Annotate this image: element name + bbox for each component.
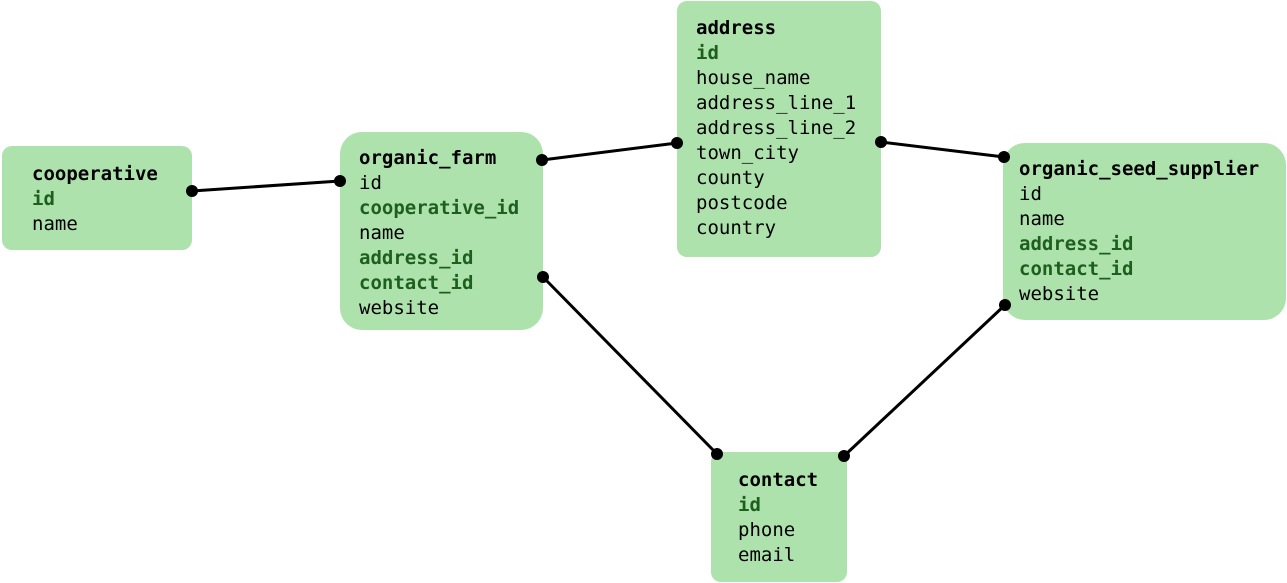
connector-endpoint — [838, 450, 850, 462]
field-phone: phone — [738, 519, 796, 541]
field-website: website — [359, 297, 440, 319]
connector-endpoint — [537, 271, 549, 283]
field-contact-id: contact_id — [1019, 258, 1134, 280]
field-county: county — [696, 167, 765, 189]
field-id: id — [359, 172, 382, 194]
connector-line — [842, 303, 1007, 458]
field-address-line-2: address_line_2 — [696, 117, 857, 139]
connector-endpoint — [671, 137, 683, 149]
field-address-line-1: address_line_1 — [696, 92, 857, 114]
connector-endpoint — [999, 299, 1011, 311]
field-id: id — [32, 188, 55, 210]
connector-endpoint — [186, 185, 198, 197]
entity-title: organic_farm — [359, 147, 497, 169]
connector-line — [541, 141, 678, 162]
field-id: id — [696, 42, 719, 64]
field-cooperative-id: cooperative_id — [359, 197, 520, 219]
field-country: country — [696, 217, 777, 239]
connector-endpoint — [334, 175, 346, 187]
field-postcode: postcode — [696, 192, 788, 214]
field-name: name — [1019, 208, 1065, 230]
connector-line — [191, 179, 341, 193]
entity-organic-farm[interactable]: organic_farm id cooperative_id name addr… — [340, 132, 543, 330]
connector-endpoint — [875, 136, 887, 148]
relationship-organic_farm-contact — [537, 271, 723, 460]
connector-endpoint — [998, 151, 1010, 163]
relationship-organic_seed_supplier-contact — [838, 299, 1011, 462]
field-address-id: address_id — [1019, 233, 1134, 255]
entity-title: organic_seed_supplier — [1019, 158, 1260, 180]
connector-line — [541, 275, 719, 456]
field-website: website — [1019, 283, 1100, 305]
field-contact-id: contact_id — [359, 272, 474, 294]
entity-cooperative[interactable]: cooperative id name — [2, 146, 192, 250]
field-name: name — [359, 222, 405, 244]
entity-title: contact — [738, 469, 819, 491]
entity-contact[interactable]: contact id phone email — [711, 452, 847, 582]
field-house-name: house_name — [696, 67, 811, 89]
field-address-id: address_id — [359, 247, 474, 269]
field-name: name — [32, 213, 78, 235]
relationship-cooperative-organic_farm — [186, 175, 346, 197]
field-email: email — [738, 544, 796, 566]
entity-title: cooperative — [32, 163, 158, 185]
field-id: id — [738, 494, 761, 516]
field-town-city: town_city — [696, 142, 799, 164]
field-id: id — [1019, 183, 1042, 205]
connector-endpoint — [711, 448, 723, 460]
connector-endpoint — [536, 154, 548, 166]
entity-address[interactable]: address id house_name address_line_1 add… — [677, 1, 881, 257]
entity-title: address — [696, 17, 777, 39]
connector-line — [880, 140, 1005, 159]
entity-organic-seed-supplier[interactable]: organic_seed_supplier id name address_id… — [1003, 143, 1286, 320]
relationship-address-organic_seed_supplier — [875, 136, 1010, 163]
relationship-organic_farm-address — [536, 137, 683, 166]
